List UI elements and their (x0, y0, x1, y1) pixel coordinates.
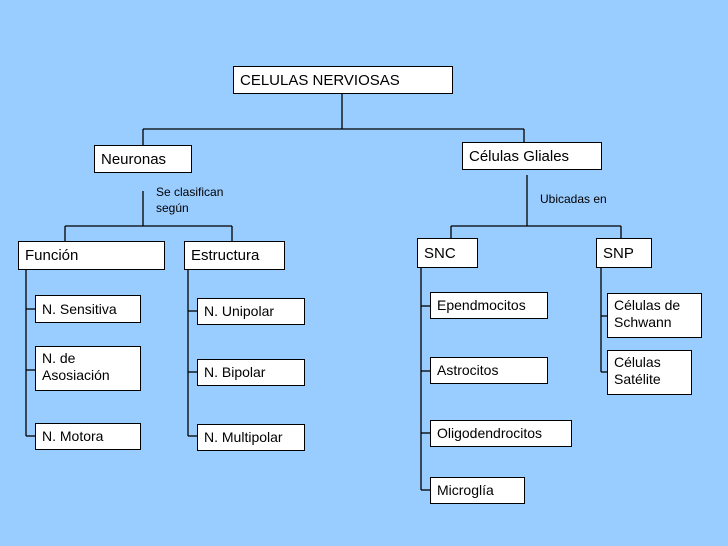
root-node: CELULAS NERVIOSAS (233, 66, 453, 94)
funcion-item-asosiacion: N. de Asosiación (35, 346, 141, 391)
snc-item-ependmocitos: Ependmocitos (430, 292, 548, 319)
gliales-node: Células Gliales (462, 142, 602, 170)
snc-item-astrocitos: Astrocitos (430, 357, 548, 384)
snc-item-oligodendrocitos: Oligodendrocitos (430, 420, 572, 447)
snp-item-satelite: Células Satélite (607, 350, 692, 395)
snc-node: SNC (417, 238, 478, 268)
estructura-item-bipolar: N. Bipolar (197, 359, 305, 386)
snc-item-microglia: Microglía (430, 477, 525, 504)
gliales-note: Ubicadas en (540, 192, 607, 206)
snp-item-schwann: Células de Schwann (607, 293, 702, 338)
snp-node: SNP (596, 238, 652, 268)
funcion-item-motora: N. Motora (35, 423, 141, 450)
estructura-node: Estructura (184, 241, 285, 270)
estructura-item-unipolar: N. Unipolar (197, 298, 305, 325)
estructura-item-multipolar: N. Multipolar (197, 424, 305, 451)
neuronas-note: Se clasifican según (156, 185, 224, 215)
funcion-node: Función (18, 241, 165, 270)
funcion-item-sensitiva: N. Sensitiva (35, 295, 141, 323)
neuronas-node: Neuronas (94, 145, 192, 173)
